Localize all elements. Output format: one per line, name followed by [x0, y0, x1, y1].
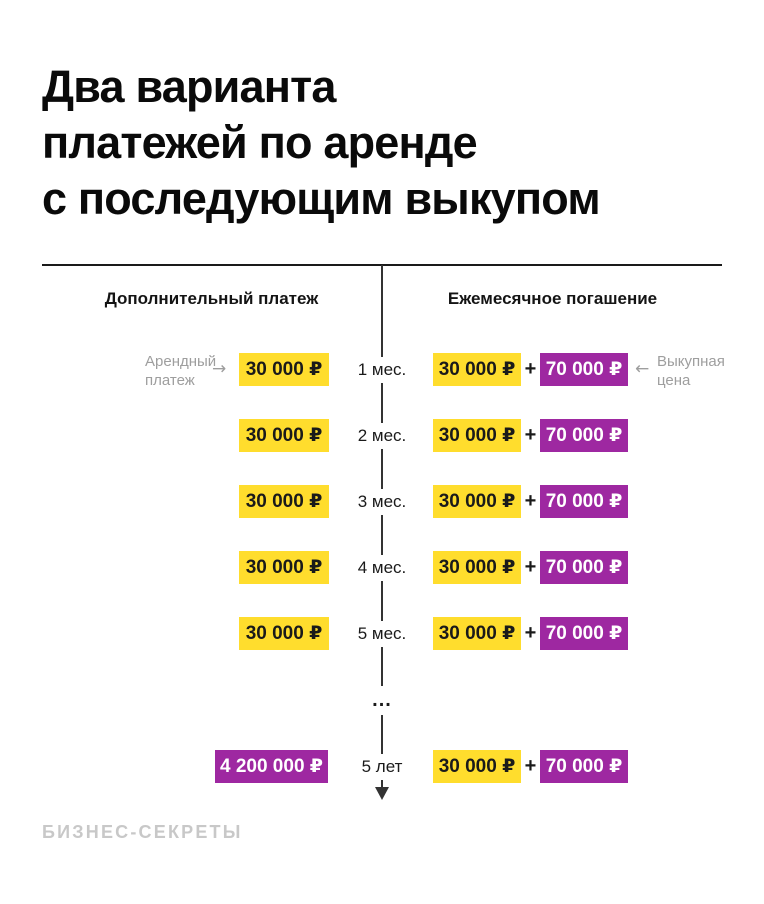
rent-payment-badge: 30 000 ₽ [239, 485, 329, 518]
plus-sign: + [524, 424, 537, 446]
arrow-right-icon: → [212, 359, 227, 379]
column-header-additional-payment: Дополнительный платеж [104, 289, 319, 308]
payment-row: 30 000 ₽ 1 мес. 30 000 ₽ + 70 000 ₽ [0, 353, 764, 387]
period-label: 1 мес. [341, 357, 423, 383]
rent-payment-annotation: Арендный платеж [145, 352, 216, 390]
buyout-payment-badge: 70 000 ₽ [540, 617, 628, 650]
buyout-price-annotation: Выкупная цена [657, 352, 725, 390]
buyout-payment-badge: 70 000 ₽ [540, 551, 628, 584]
business-secrets-logo: БИЗНЕС-СЕКРЕТЫ [42, 822, 243, 842]
rent-payment-badge: 30 000 ₽ [433, 617, 521, 650]
annotation-line: Выкупная [657, 353, 725, 370]
period-label: 5 мес. [341, 621, 423, 647]
plus-sign: + [524, 556, 537, 578]
timeline-axis [381, 265, 383, 788]
buyout-payment-badge: 70 000 ₽ [540, 750, 628, 783]
column-header-monthly-repayment: Ежемесячное погашение [447, 289, 658, 308]
payment-row: 30 000 ₽ 5 мес. 30 000 ₽ + 70 000 ₽ [0, 617, 764, 651]
rent-payment-badge: 30 000 ₽ [433, 551, 521, 584]
title-line: с последующим выкупом [42, 173, 601, 224]
ellipsis-label: ... [341, 686, 423, 715]
rent-payment-badge: 30 000 ₽ [433, 485, 521, 518]
period-label: 2 мес. [341, 423, 423, 449]
plus-sign: + [524, 622, 537, 644]
plus-sign: + [524, 755, 537, 777]
title-line: платежей по аренде [42, 117, 478, 168]
rent-payment-badge: 30 000 ₽ [239, 353, 329, 386]
arrow-left-icon: ← [635, 359, 650, 379]
plus-sign: + [524, 490, 537, 512]
period-label: 3 мес. [341, 489, 423, 515]
buyout-payment-badge: 70 000 ₽ [540, 485, 628, 518]
period-label: 4 мес. [341, 555, 423, 581]
annotation-line: цена [657, 372, 691, 389]
payment-row: 30 000 ₽ 4 мес. 30 000 ₽ + 70 000 ₽ [0, 551, 764, 585]
buyout-payment-badge: 70 000 ₽ [540, 419, 628, 452]
rent-payment-badge: 30 000 ₽ [239, 551, 329, 584]
rent-payment-badge: 30 000 ₽ [433, 750, 521, 783]
payment-row: 30 000 ₽ 3 мес. 30 000 ₽ + 70 000 ₽ [0, 485, 764, 519]
plus-sign: + [524, 358, 537, 380]
page-title: Два варианта платежей по аренде с послед… [42, 59, 601, 227]
annotation-line: платеж [145, 372, 195, 389]
period-label: 5 лет [341, 754, 423, 780]
rent-payment-badge: 30 000 ₽ [239, 419, 329, 452]
rent-payment-badge: 30 000 ₽ [433, 419, 521, 452]
total-payment-badge: 4 200 000 ₽ [215, 750, 328, 783]
rent-payment-badge: 30 000 ₽ [239, 617, 329, 650]
payment-row: 30 000 ₽ 2 мес. 30 000 ₽ + 70 000 ₽ [0, 419, 764, 453]
title-line: Два варианта [42, 61, 336, 112]
rent-payment-badge: 30 000 ₽ [433, 353, 521, 386]
timeline-arrowhead-icon [375, 787, 389, 800]
buyout-payment-badge: 70 000 ₽ [540, 353, 628, 386]
total-row: 4 200 000 ₽ 5 лет 30 000 ₽ + 70 000 ₽ [0, 750, 764, 784]
annotation-line: Арендный [145, 353, 217, 370]
